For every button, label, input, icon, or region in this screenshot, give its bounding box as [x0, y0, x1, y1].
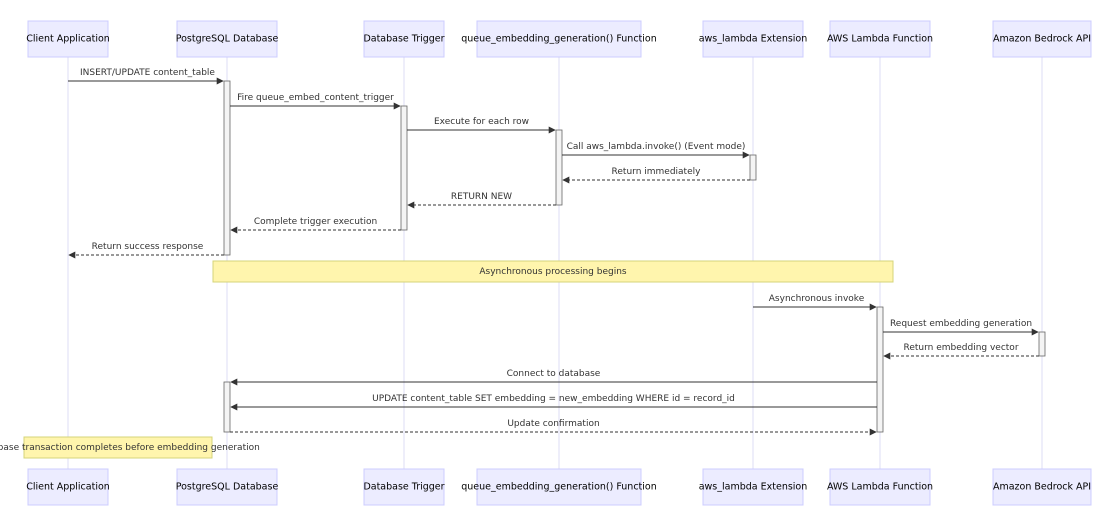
- actor-box: [363, 20, 445, 58]
- message-label: Asynchronous invoke: [769, 294, 865, 304]
- actor-client-top[interactable]: Client Application: [26, 20, 110, 58]
- message-label: Return success response: [92, 242, 204, 252]
- actor-box: [363, 468, 445, 506]
- message-6: Complete trigger execution: [230, 217, 401, 234]
- note-0: Asynchronous processing begins: [212, 260, 894, 283]
- message-label: RETURN NEW: [451, 192, 512, 202]
- actor-label: PostgreSQL Database: [176, 482, 279, 493]
- actor-label: AWS Lambda Function: [827, 482, 933, 493]
- actor-label: Client Application: [26, 34, 110, 45]
- activation-bar-trigger: [400, 105, 408, 231]
- message-13: Update confirmation: [230, 419, 877, 436]
- message-label: Call aws_lambda.invoke() (Event mode): [567, 142, 746, 152]
- activation-bar-pg: [223, 381, 231, 433]
- activation-bar-func: [555, 129, 563, 206]
- message-10: Return embedding vector: [883, 343, 1039, 360]
- actor-box: [476, 468, 642, 506]
- actor-box: [27, 20, 109, 58]
- actor-box: [992, 20, 1092, 58]
- actor-label: Amazon Bedrock API: [993, 482, 1091, 493]
- message-3: Call aws_lambda.invoke() (Event mode): [562, 142, 750, 159]
- note-box: [23, 436, 213, 459]
- actor-box: [702, 20, 804, 58]
- actor-box: [992, 468, 1092, 506]
- actor-trigger-top[interactable]: Database Trigger: [363, 20, 445, 58]
- actor-label: aws_lambda Extension: [699, 34, 808, 45]
- message-label: Complete trigger execution: [254, 217, 377, 227]
- activation-bar-ext: [749, 154, 757, 181]
- actor-client-bottom[interactable]: Client Application: [26, 468, 110, 506]
- message-4: Return immediately: [562, 167, 750, 184]
- actor-box: [176, 20, 278, 58]
- actor-label: aws_lambda Extension: [699, 482, 808, 493]
- message-9: Request embedding generation: [883, 319, 1039, 336]
- message-5: RETURN NEW: [407, 192, 556, 209]
- actor-bedrock-bottom[interactable]: Amazon Bedrock API: [992, 468, 1092, 506]
- actor-box: [829, 20, 931, 58]
- message-label: Request embedding generation: [890, 319, 1032, 329]
- note-text: Asynchronous processing begins: [479, 267, 627, 277]
- actor-pg-bottom[interactable]: PostgreSQL Database: [176, 468, 279, 506]
- actor-func-bottom[interactable]: queue_embedding_generation() Function: [461, 468, 657, 506]
- message-label: INSERT/UPDATE content_table: [80, 68, 215, 78]
- actor-pg-top[interactable]: PostgreSQL Database: [176, 20, 279, 58]
- note-1: Database transaction completes before em…: [0, 436, 260, 459]
- message-2: Execute for each row: [407, 117, 556, 134]
- message-label: Update confirmation: [507, 419, 599, 429]
- message-12: UPDATE content_table SET embedding = new…: [230, 394, 877, 411]
- actor-lambda-bottom[interactable]: AWS Lambda Function: [827, 468, 933, 506]
- actor-box: [829, 468, 931, 506]
- message-11: Connect to database: [230, 369, 877, 386]
- message-0: INSERT/UPDATE content_table: [68, 68, 224, 85]
- actor-bedrock-top[interactable]: Amazon Bedrock API: [992, 20, 1092, 58]
- actor-label: Client Application: [26, 482, 110, 493]
- message-8: Asynchronous invoke: [753, 294, 877, 311]
- actor-trigger-bottom[interactable]: Database Trigger: [363, 468, 445, 506]
- message-label: Execute for each row: [434, 117, 529, 127]
- actor-box: [27, 468, 109, 506]
- message-7: Return success response: [68, 242, 224, 259]
- activation-bar-lambda: [876, 306, 884, 433]
- actor-lambda-top[interactable]: AWS Lambda Function: [827, 20, 933, 58]
- activation-bar-pg: [223, 80, 231, 256]
- actor-label: queue_embedding_generation() Function: [461, 482, 657, 493]
- actor-box: [702, 468, 804, 506]
- note-text: Database transaction completes before em…: [0, 443, 260, 453]
- message-label: UPDATE content_table SET embedding = new…: [372, 394, 735, 404]
- actor-func-top[interactable]: queue_embedding_generation() Function: [461, 20, 657, 58]
- actor-label: Database Trigger: [363, 34, 444, 45]
- actor-ext-bottom[interactable]: aws_lambda Extension: [699, 468, 808, 506]
- message-label: Fire queue_embed_content_trigger: [237, 93, 394, 103]
- note-box: [212, 260, 894, 283]
- actor-ext-top[interactable]: aws_lambda Extension: [699, 20, 808, 58]
- message-label: Connect to database: [507, 369, 601, 379]
- actor-label: Amazon Bedrock API: [993, 34, 1091, 45]
- message-label: Return immediately: [612, 167, 702, 177]
- actor-label: Database Trigger: [363, 482, 444, 493]
- actor-label: PostgreSQL Database: [176, 34, 279, 45]
- actor-box: [176, 468, 278, 506]
- actor-label: AWS Lambda Function: [827, 34, 933, 45]
- message-1: Fire queue_embed_content_trigger: [230, 93, 401, 110]
- message-label: Return embedding vector: [903, 343, 1018, 353]
- activation-bar-bedrock: [1038, 331, 1046, 357]
- actor-label: queue_embedding_generation() Function: [461, 34, 657, 45]
- actor-box: [476, 20, 642, 58]
